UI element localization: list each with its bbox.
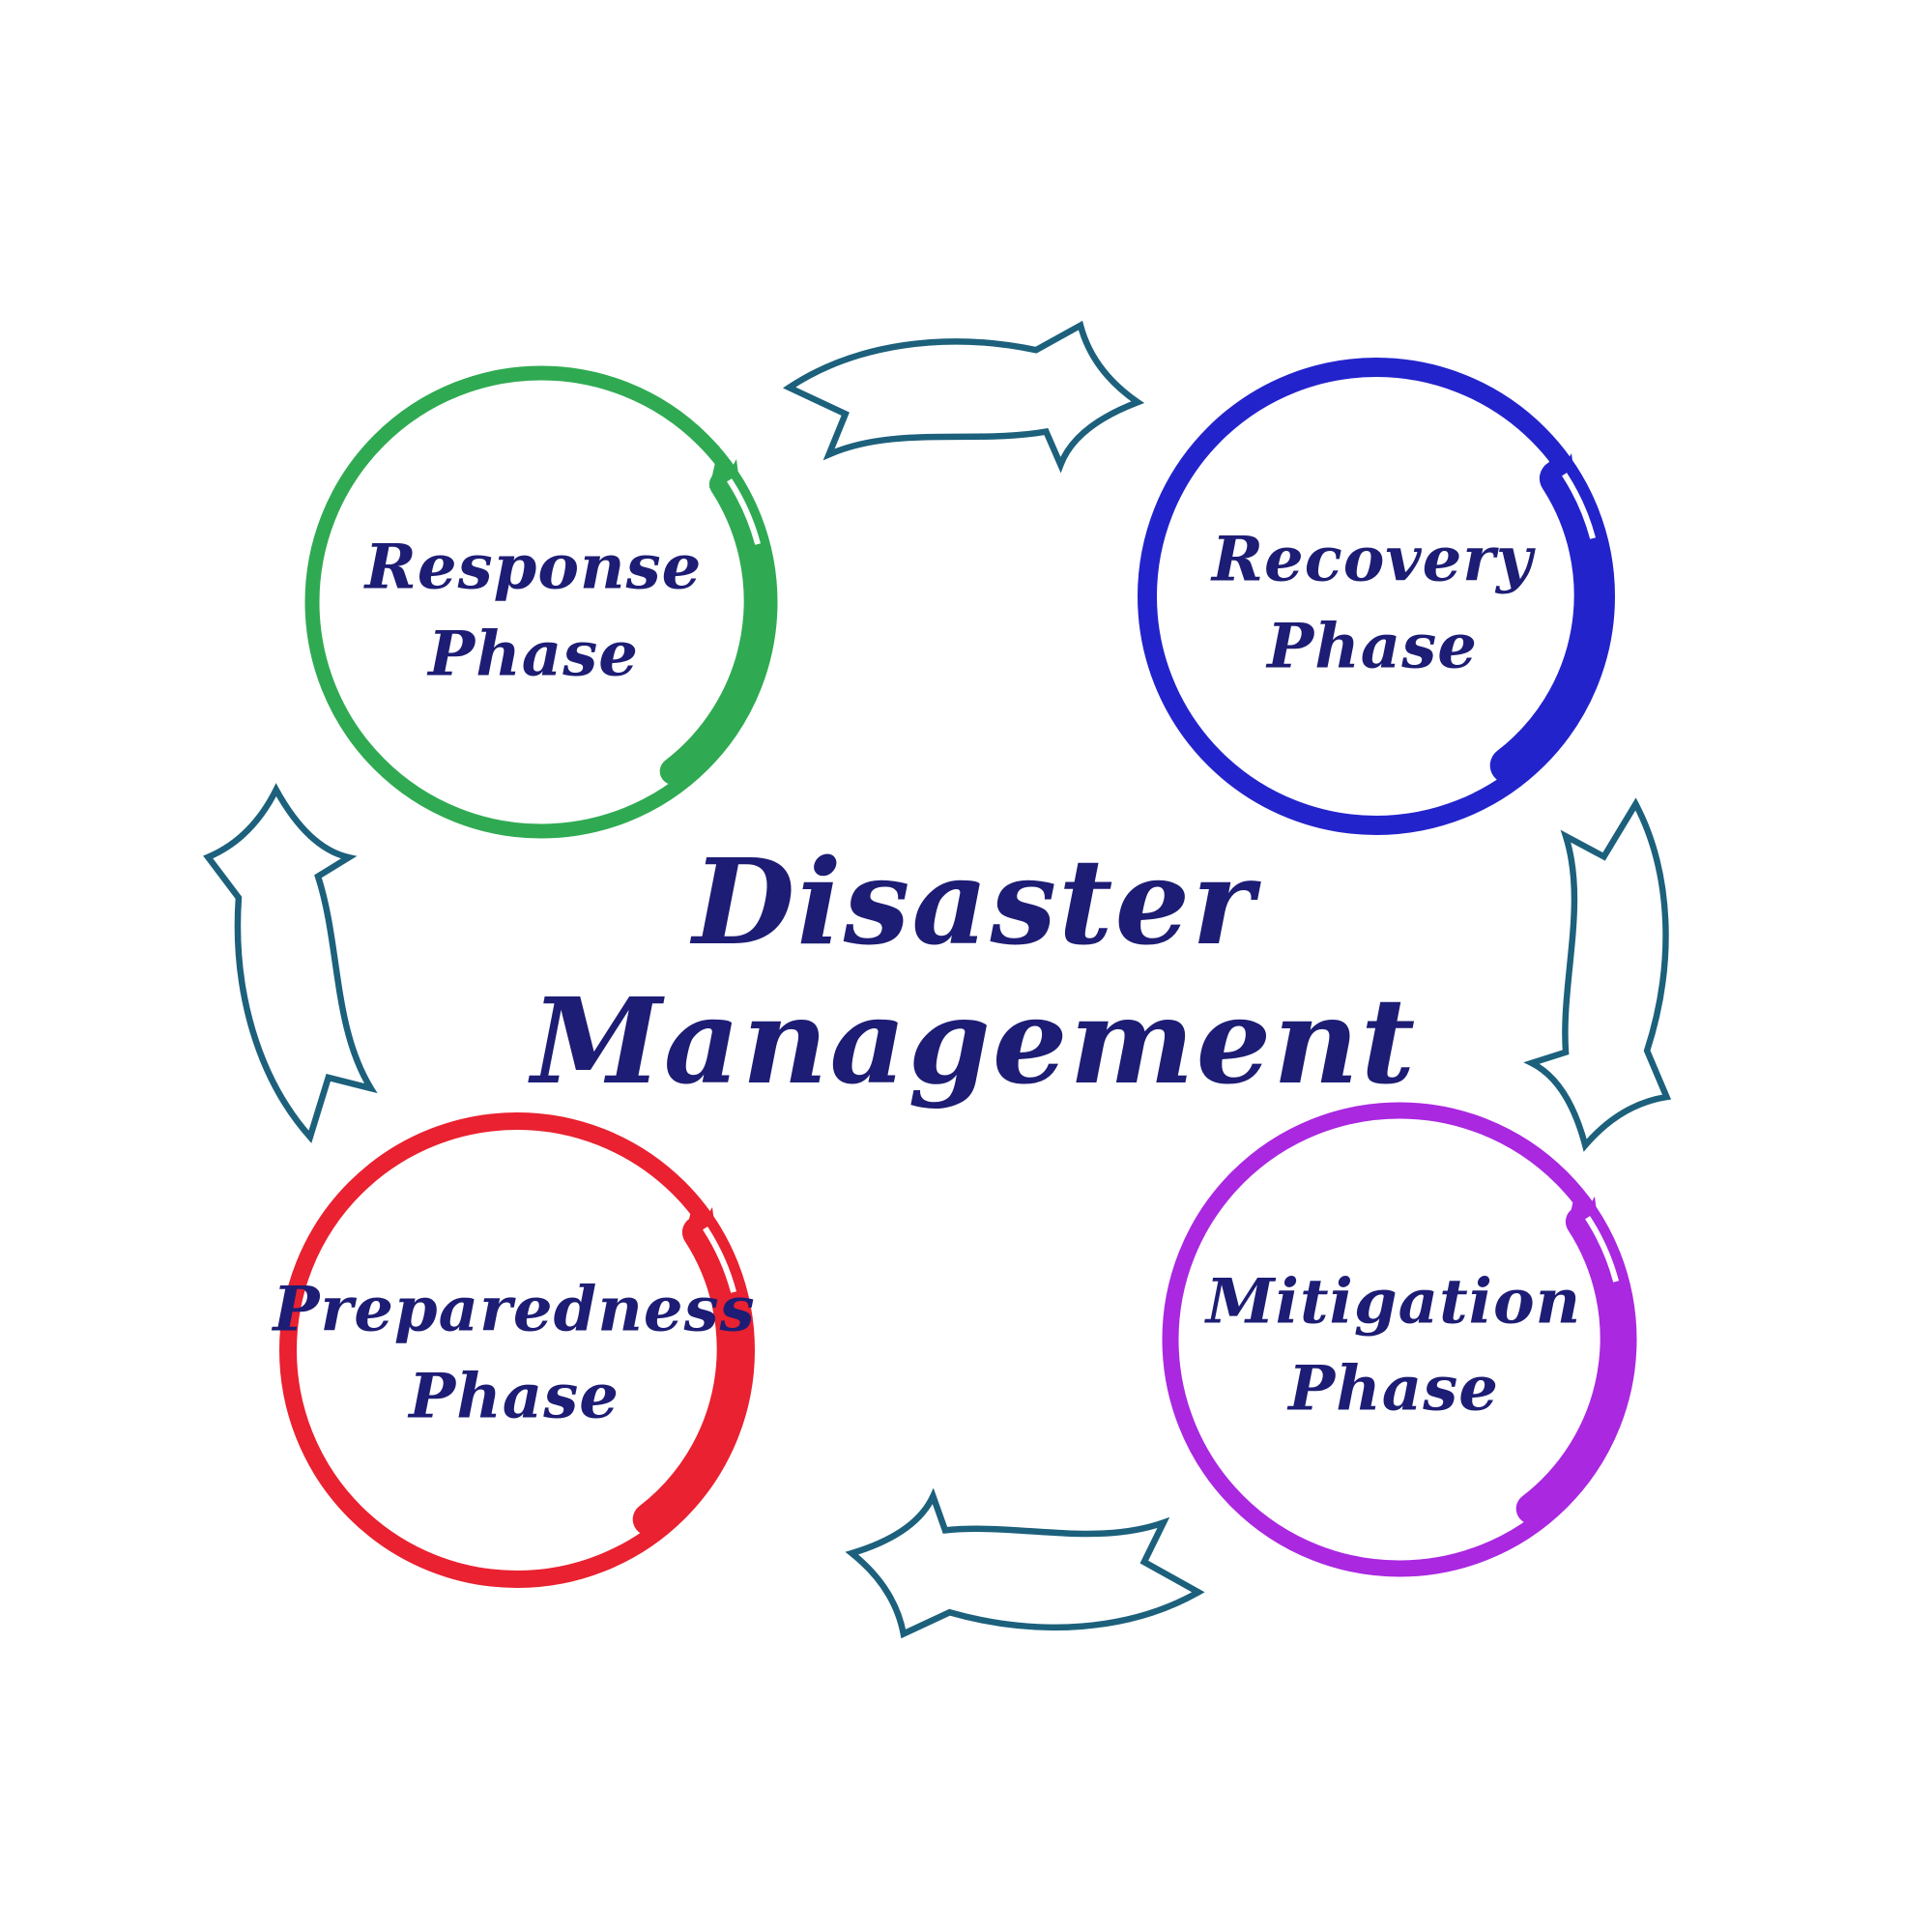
preparedness-circle-brush-tip (685, 1194, 716, 1238)
preparedness-phase-label: Preparedness Phase (273, 1273, 756, 1432)
response-phase-label: Response Phase (364, 531, 703, 690)
recovery-circle-brush-tail (1489, 460, 1611, 784)
response-circle-brush-tip (709, 446, 740, 490)
preparedness-circle-ring (279, 1112, 755, 1588)
recovery-phase-label: Recovery Phase (1211, 523, 1534, 682)
arrow-recovery-to-mitigation (1518, 794, 1711, 1157)
recovery-circle-brush-tip (1544, 440, 1575, 484)
mitigation-circle-brush-tail (1515, 1206, 1631, 1524)
diagram-title: Disaster Management (531, 832, 1418, 1110)
response-circle-brush-tail (659, 471, 771, 785)
mitigation-circle-brush-tip (1568, 1183, 1599, 1227)
arrow-preparedness-to-response (203, 784, 375, 1143)
mitigation-phase-label: Mitigation Phase (1205, 1265, 1582, 1425)
arrow-response-to-recovery (786, 310, 1141, 471)
recovery-circle-brush-gap (1562, 473, 1596, 539)
mitigation-circle-ring (1162, 1102, 1637, 1577)
preparedness-circle-brush-tail (632, 1216, 750, 1536)
preparedness-circle-brush-gap (703, 1226, 736, 1293)
mitigation-circle-brush-gap (1585, 1216, 1619, 1283)
response-circle-ring (304, 365, 778, 839)
recovery-circle-ring (1138, 358, 1615, 835)
arrow-mitigation-to-preparedness (843, 1485, 1206, 1669)
response-circle-brush-gap (727, 478, 761, 545)
